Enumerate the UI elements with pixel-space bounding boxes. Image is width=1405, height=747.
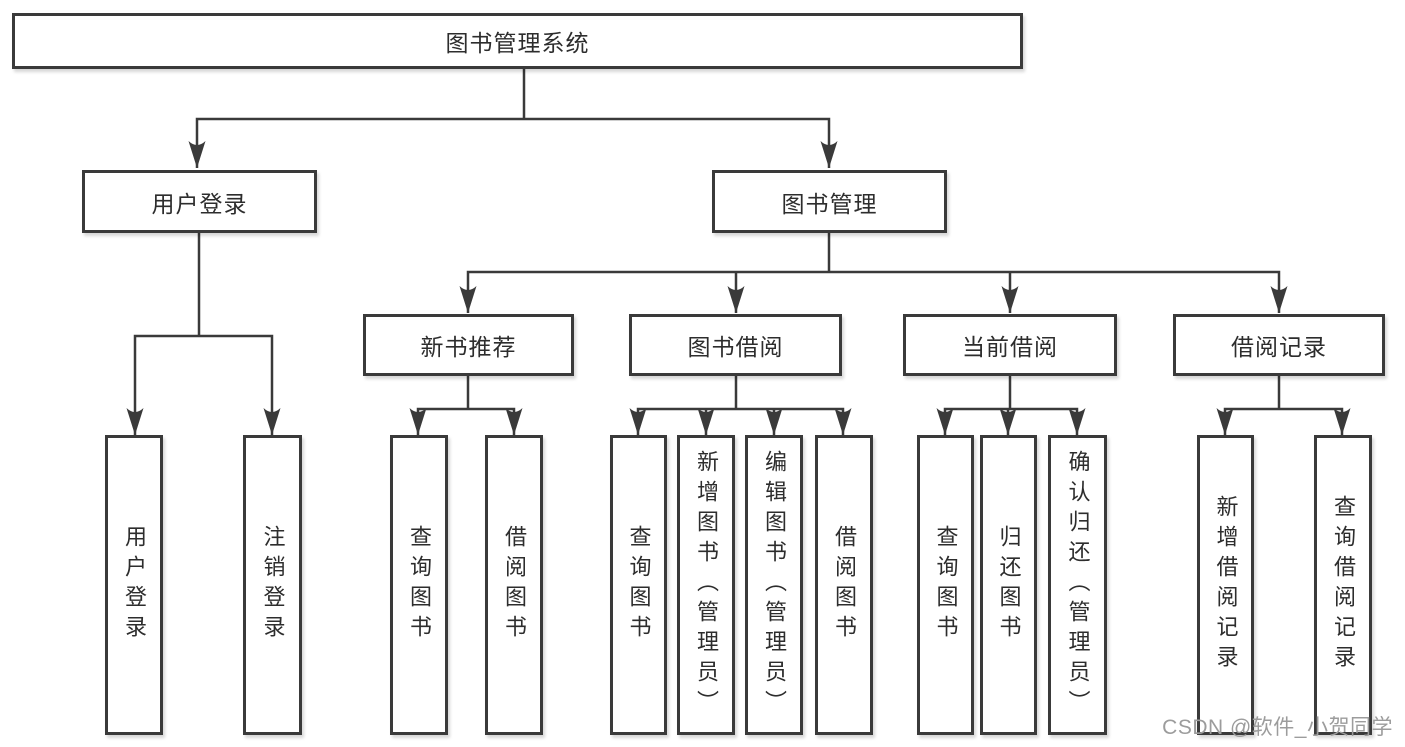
node-borrowing-records: 借阅记录 bbox=[1173, 314, 1385, 376]
connector-currentborrow-branch bbox=[936, 407, 1086, 435]
connector-newbook-branch bbox=[409, 407, 523, 435]
node-system-root: 图书管理系统 bbox=[12, 13, 1023, 69]
leaf-confirm-return-admin: 确认归还（管理员） bbox=[1048, 435, 1107, 735]
leaf-return-books: 归还图书 bbox=[980, 435, 1037, 735]
node-current-borrowing: 当前借阅 bbox=[903, 314, 1117, 376]
node-book-borrowing: 图书借阅 bbox=[629, 314, 842, 376]
connector-borrowrecord-branch bbox=[1216, 407, 1351, 435]
leaf-add-borrow-record: 新增借阅记录 bbox=[1197, 435, 1254, 735]
leaf-query-books-recommend: 查询图书 bbox=[390, 435, 448, 735]
leaf-query-books-current: 查询图书 bbox=[917, 435, 974, 735]
node-book-management: 图书管理 bbox=[712, 170, 947, 233]
node-new-book-recommendation: 新书推荐 bbox=[363, 314, 574, 376]
leaf-logout: 注销登录 bbox=[243, 435, 302, 735]
connector-userlogin-branch bbox=[126, 334, 281, 435]
leaf-borrow-books: 借阅图书 bbox=[815, 435, 873, 735]
leaf-query-books-borrow: 查询图书 bbox=[610, 435, 667, 735]
leaf-user-login: 用户登录 bbox=[105, 435, 163, 735]
leaf-query-borrow-record: 查询借阅记录 bbox=[1314, 435, 1372, 735]
connector-root-branch bbox=[188, 117, 838, 168]
connector-bookmgmt-branch bbox=[459, 270, 1288, 313]
leaf-edit-books-admin: 编辑图书（管理员） bbox=[745, 435, 803, 735]
leaf-borrow-books-recommend: 借阅图书 bbox=[485, 435, 543, 735]
csdn-watermark: CSDN @软件_小贺同学 bbox=[1162, 716, 1393, 739]
node-user-login: 用户登录 bbox=[82, 170, 317, 233]
connector-bookborrow-branch bbox=[629, 407, 852, 435]
leaf-add-books-admin: 新增图书（管理员） bbox=[677, 435, 735, 735]
